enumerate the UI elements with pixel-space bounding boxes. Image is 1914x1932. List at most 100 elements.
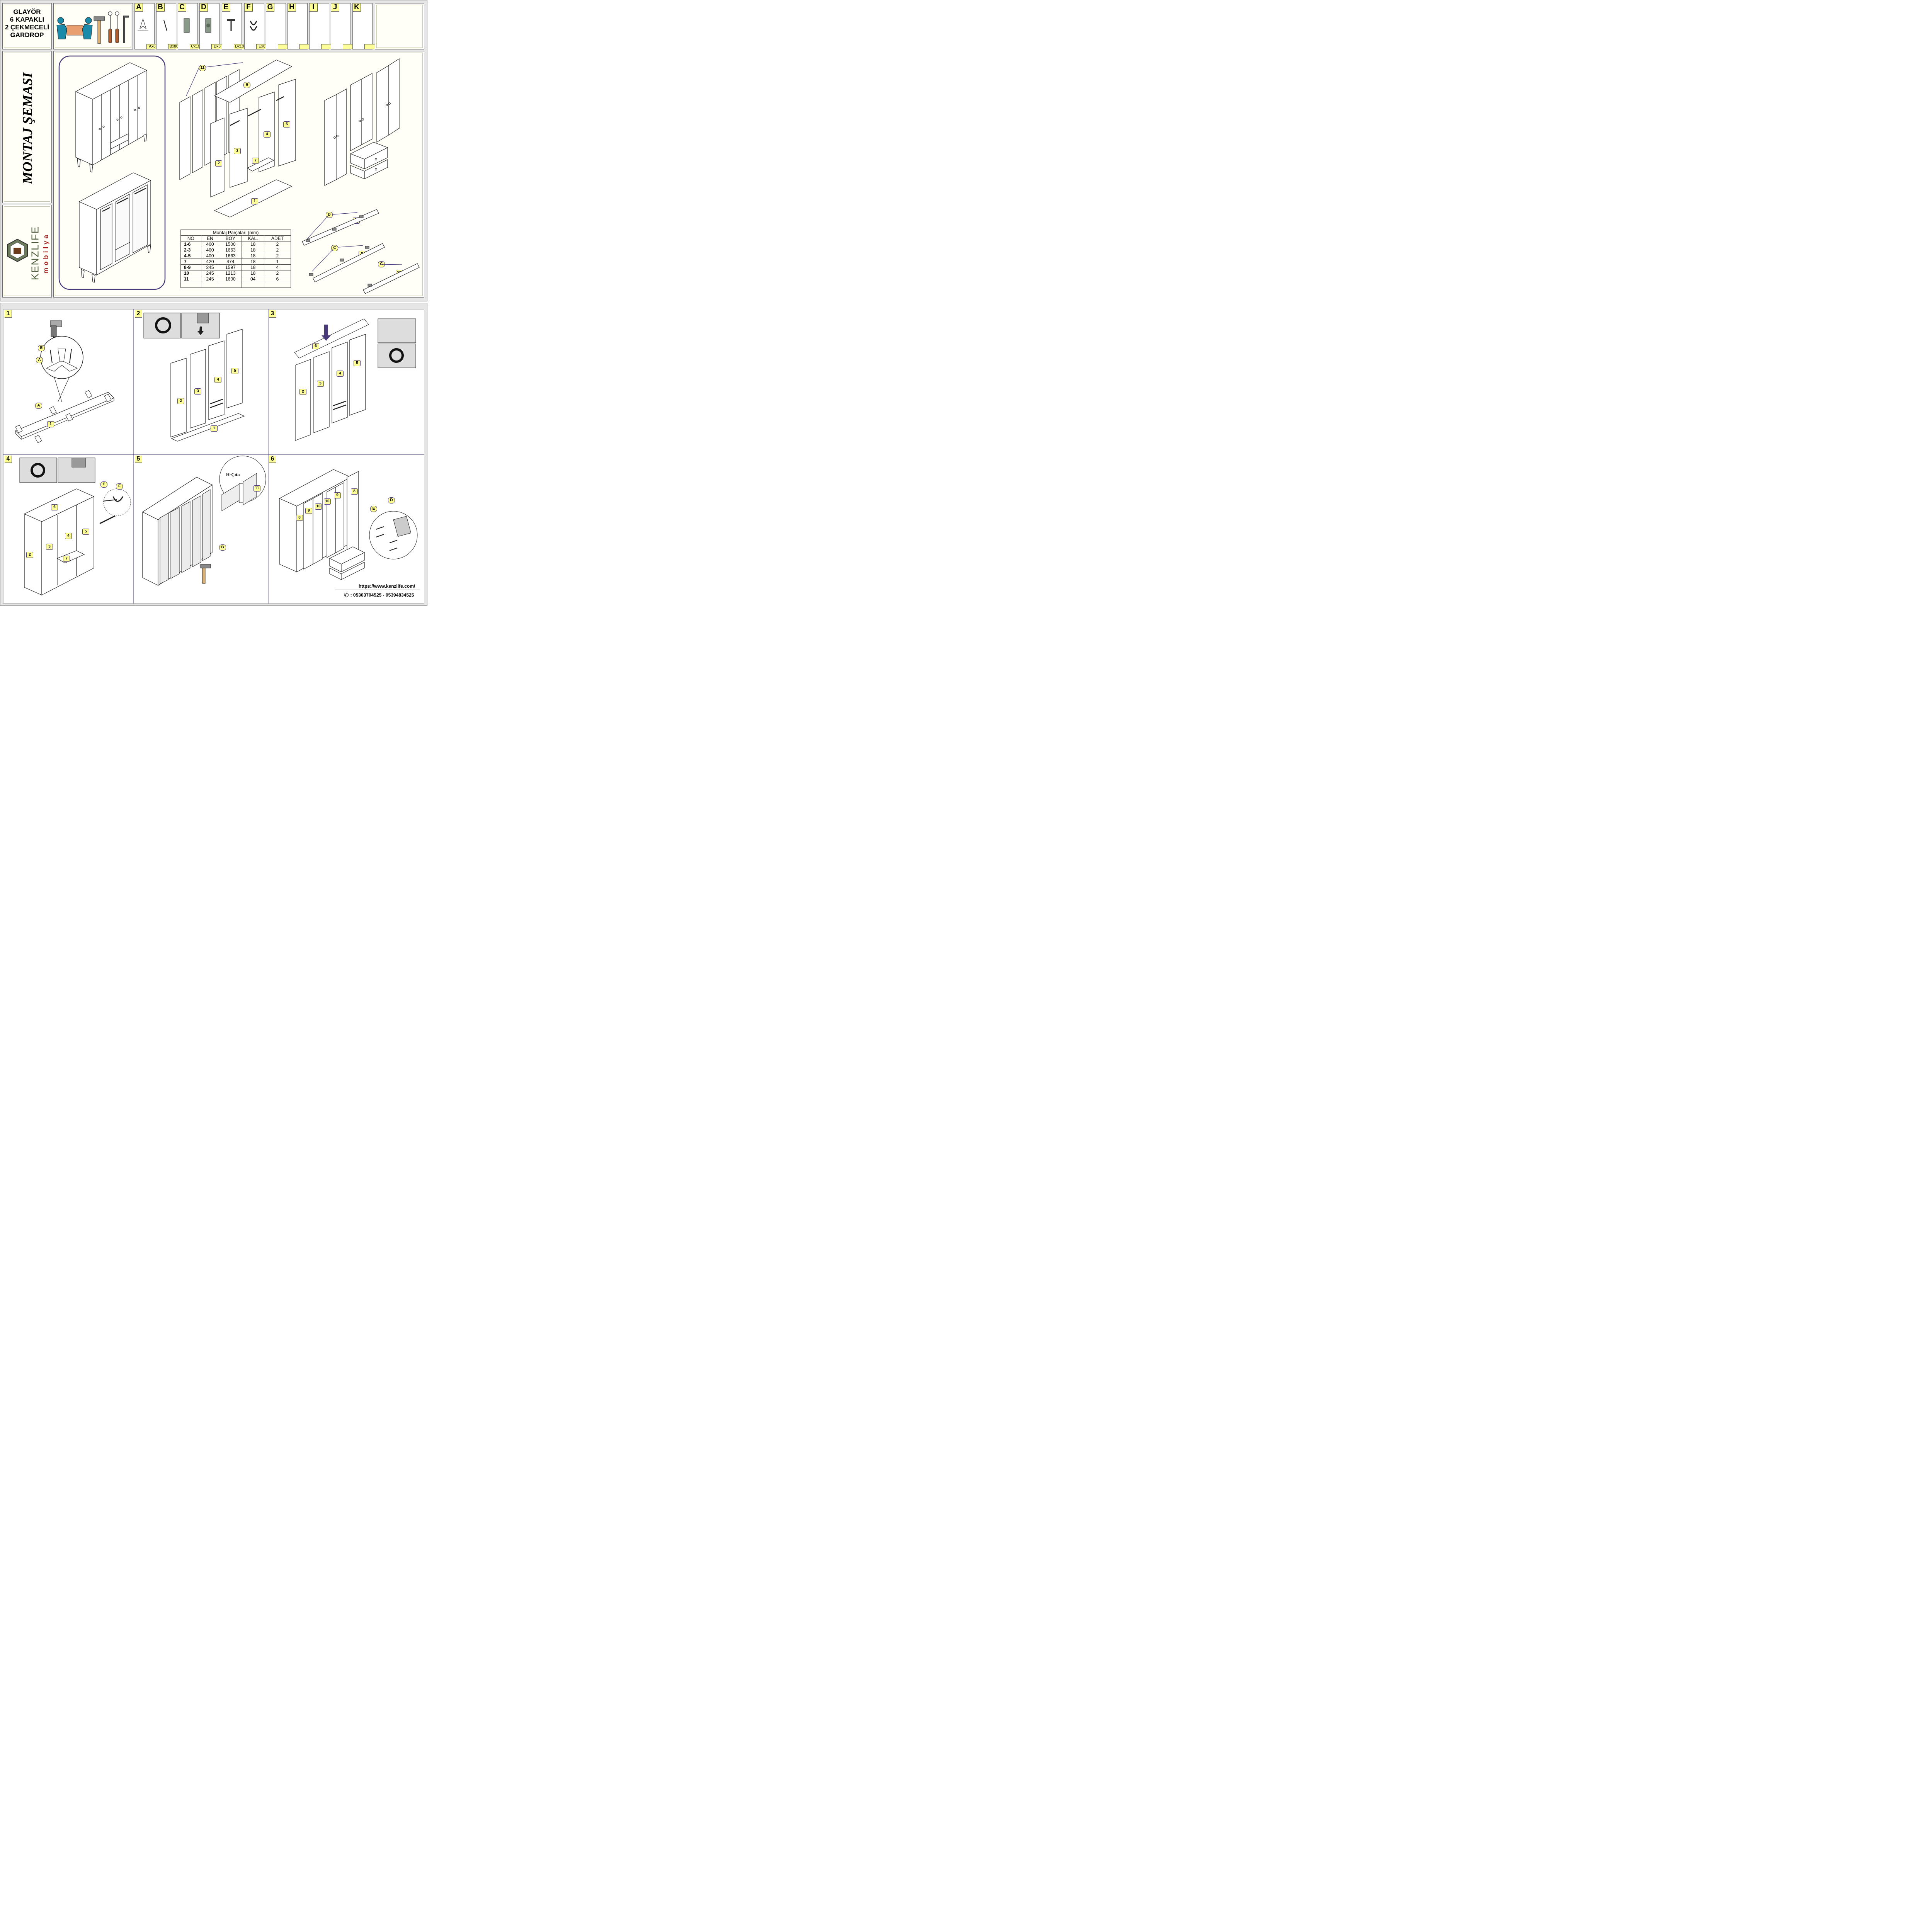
title-line-1: GLAYÖR <box>13 8 41 15</box>
step-label-step6-p10b: 10 <box>324 498 331 505</box>
schema-label-p11-0: 11 <box>199 65 206 71</box>
schema-label-p3-4: 3 <box>234 148 241 154</box>
step-label-step4-p4: 4 <box>65 533 72 539</box>
step-label-step3-p4: 4 <box>337 371 344 377</box>
parts-cell: 8-9 <box>180 264 201 270</box>
hardware-box-d: D Dx6 <box>199 3 223 49</box>
brand-box: KENZLIFE mobilya <box>2 205 52 298</box>
parts-cell: 245 <box>201 270 219 276</box>
parts-cell: 400 <box>201 241 219 247</box>
title-line-3: 2 ÇEKMECELİ <box>5 24 49 31</box>
step-5-drawing <box>142 456 266 586</box>
parts-cell: 2 <box>264 247 291 253</box>
step-label-step5-p11: 11 <box>253 485 260 492</box>
step-label-step4-p2: 2 <box>26 552 33 558</box>
parts-col-adet: ADET <box>264 235 291 242</box>
step-label-step4-e: E <box>100 481 107 488</box>
schema-label-p7-6: 7 <box>252 158 259 164</box>
parts-cell: 4-5 <box>180 253 201 259</box>
allen-key-icon <box>123 15 129 43</box>
hardware-qty: Dx6 <box>211 44 223 49</box>
step5-h-cita-label: H-Çıta <box>226 472 240 477</box>
step-number-4: 4 <box>5 456 12 463</box>
parts-cell: 1-6 <box>180 241 201 247</box>
hardware-letter: E <box>222 3 230 12</box>
step-label-step2-p3: 3 <box>194 388 201 395</box>
hammer-icon <box>200 564 211 584</box>
door-hinge-strips-drawing <box>302 209 420 294</box>
parts-cell: 400 <box>201 253 219 259</box>
parts-cell: 18 <box>242 259 265 265</box>
step-label-step2-p1: 1 <box>211 425 218 432</box>
step-3-drawing <box>294 318 416 441</box>
contact-url[interactable]: https://www.kenzlife.com/ <box>359 583 415 589</box>
hardware-letter: K <box>353 3 361 12</box>
step-label-step3-p2: 2 <box>299 389 306 395</box>
contact-phone[interactable]: : 05303704525 - 05394834525 <box>350 592 414 598</box>
cam-c-icon <box>184 18 190 33</box>
schema-label-p6-1: 6 <box>243 82 250 88</box>
clip-f-icon <box>250 20 257 31</box>
schema-label-p2-5: 2 <box>215 160 222 167</box>
schema-label-p1-7: 1 <box>251 198 258 204</box>
parts-cell: 1663 <box>219 253 242 259</box>
phone-row: ✆ : 05303704525 - 05394834525 <box>344 592 414 599</box>
parts-cell: 474 <box>219 259 242 265</box>
step-4-drawing <box>19 457 131 595</box>
parts-col-kal: KAL. <box>242 235 265 242</box>
title-line-4: GARDROP <box>10 31 44 39</box>
parts-cell: 10 <box>180 270 201 276</box>
step-label-step4-p7: 7 <box>63 556 70 562</box>
parts-cell: 2 <box>264 253 291 259</box>
tools-illustration <box>56 11 129 44</box>
wardrobe-closed-drawing <box>75 62 148 173</box>
step-number-5: 5 <box>135 456 142 463</box>
parts-cell: 1600 <box>219 276 242 282</box>
step-label-step4-p3: 3 <box>46 544 53 550</box>
side-title: MONTAJ ŞEMASI <box>20 72 35 184</box>
step-label-step5-b: B <box>219 544 226 551</box>
hardware-letter: A <box>135 3 143 12</box>
hardware-letter: C <box>178 3 186 12</box>
hardware-box-k: K <box>352 3 376 49</box>
drill-icon <box>50 320 62 342</box>
step-label-step1-e: E <box>38 345 45 351</box>
parts-cell: 1 <box>264 259 291 265</box>
cam-d-icon <box>205 18 211 33</box>
brand-sub: mobilya <box>42 232 49 274</box>
step-2-drawing <box>143 313 245 442</box>
step-number-6: 6 <box>269 456 276 463</box>
schema-label-p5-2: 5 <box>283 121 290 128</box>
screw-e-icon <box>227 19 235 31</box>
hardware-letter: D <box>200 3 208 12</box>
parts-cell: 1663 <box>219 247 242 253</box>
connector-a-icon <box>138 18 148 31</box>
step-label-step2-p4: 4 <box>214 377 221 383</box>
hardware-blank-box <box>375 3 424 49</box>
parts-cell: 18 <box>242 270 265 276</box>
workers-icon <box>56 17 93 39</box>
step-label-step4-p6: 6 <box>51 504 58 510</box>
exploded-panels-drawing <box>179 60 296 218</box>
side-title-inset: MONTAJ ŞEMASI <box>4 53 50 202</box>
parts-cell: 04 <box>242 276 265 282</box>
parts-cell: 1500 <box>219 241 242 247</box>
parts-cell: 18 <box>242 247 265 253</box>
step-label-step6-p8b: 8 <box>351 488 358 495</box>
parts-cell: 1213 <box>219 270 242 276</box>
step-1-drawing <box>15 320 115 443</box>
step-label-step2-p2: 2 <box>177 398 184 404</box>
hardware-qty <box>364 44 376 49</box>
step-number-3: 3 <box>269 310 276 318</box>
title-line-2: 6 KAPAKLI <box>10 16 44 23</box>
